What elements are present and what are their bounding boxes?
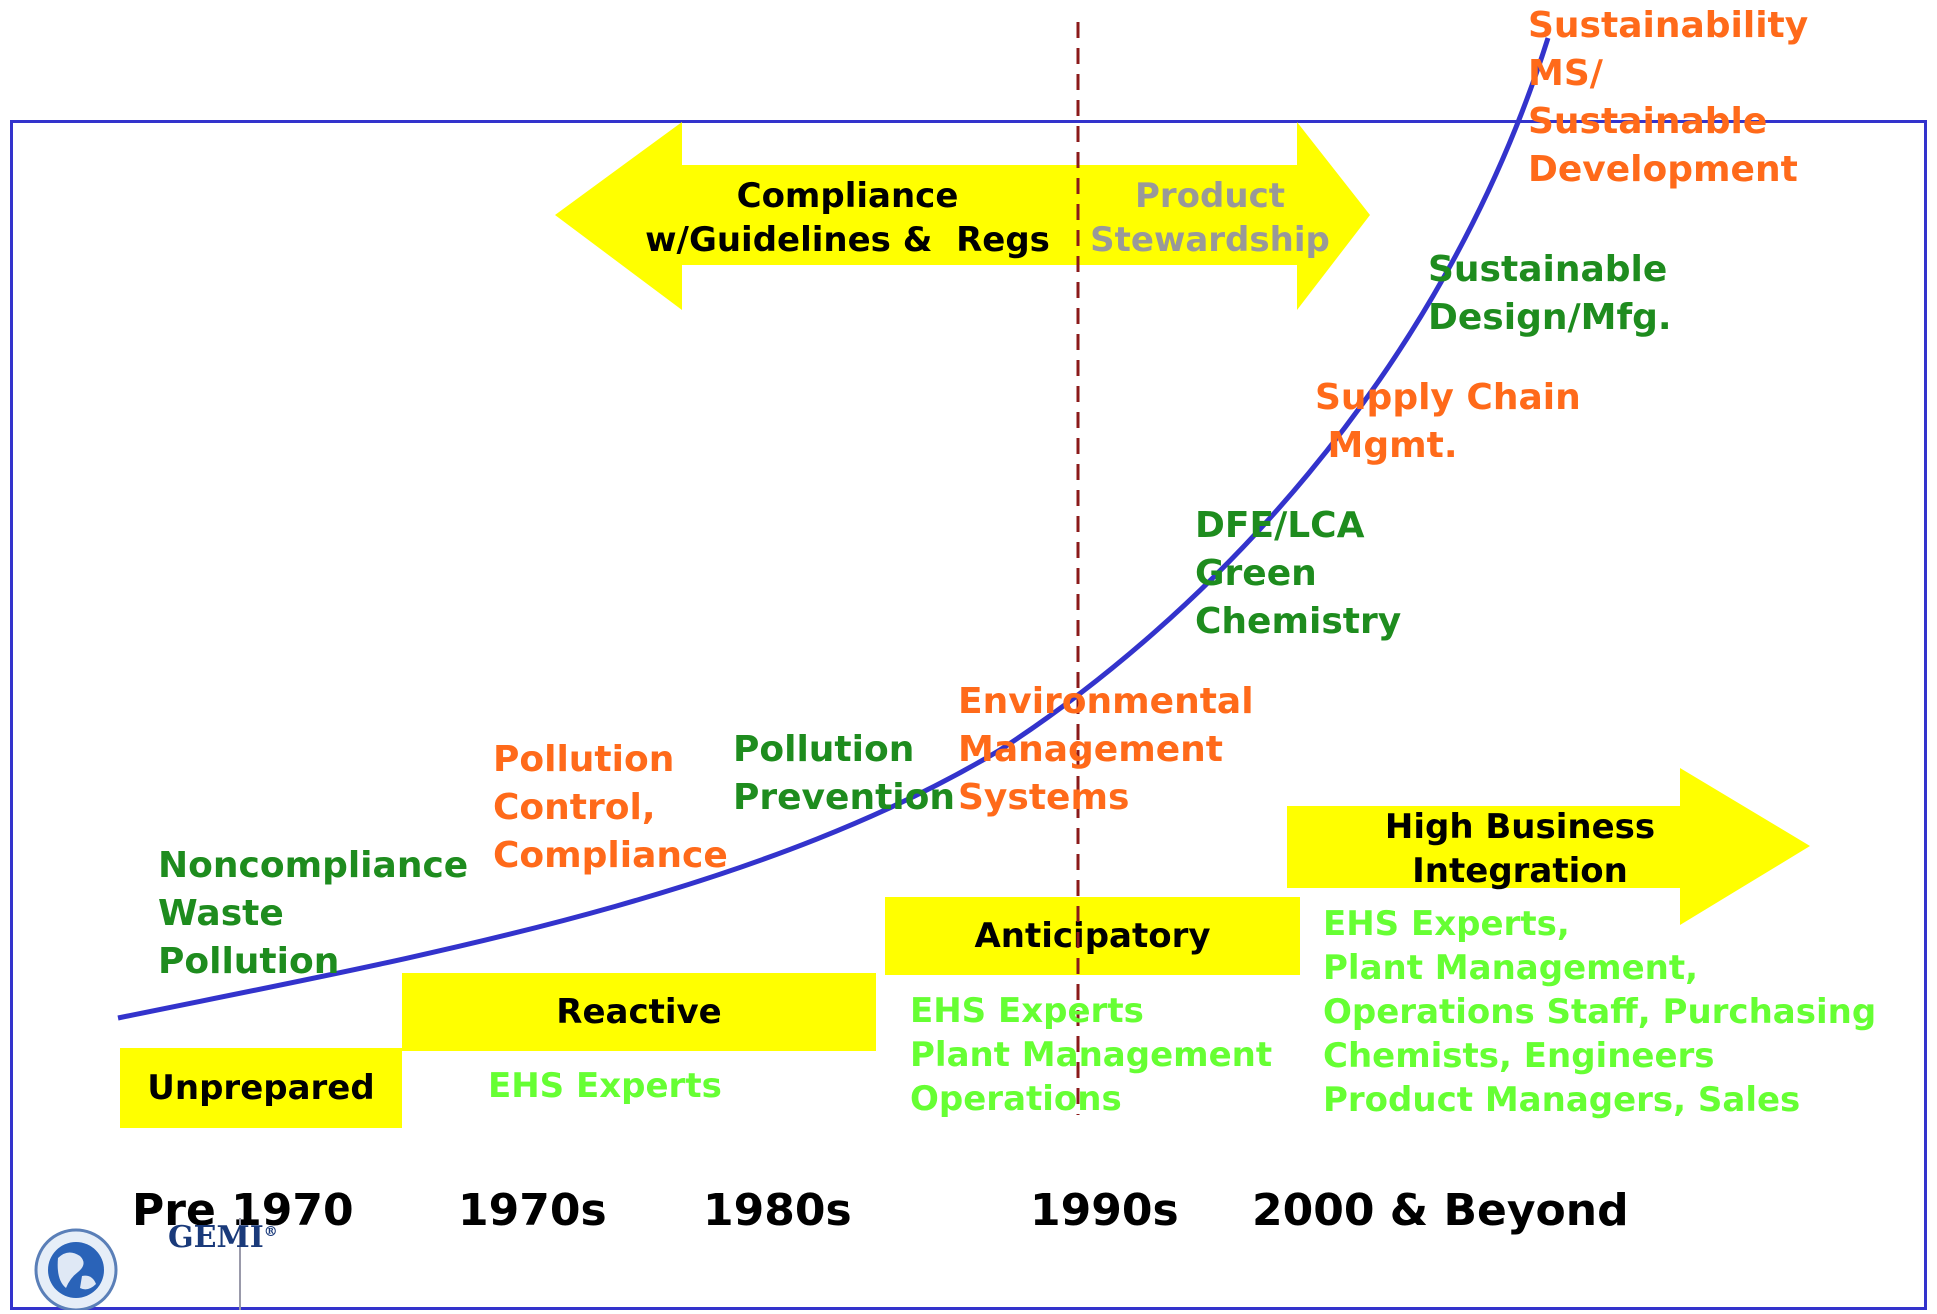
year-1970s: 1970s bbox=[458, 1185, 607, 1236]
label-dfe-lca: DFE/LCA Green Chemistry bbox=[1195, 505, 1402, 642]
stage-reactive: Reactive bbox=[402, 973, 876, 1051]
staff-anticipatory: EHS Experts Plant Management Operations bbox=[910, 991, 1273, 1119]
diagram-frame bbox=[10, 120, 1927, 1310]
label-sustainability-ms: Sustainability MS/ Sustainable Developme… bbox=[1528, 5, 1809, 190]
integration-text: High Business Integration bbox=[1384, 807, 1656, 891]
label-pollution-control: Pollution Control, Compliance bbox=[493, 739, 728, 876]
compliance-text: Compliance w/Guidelines & Regs bbox=[645, 176, 1050, 260]
label-pollution-prevention: Pollution Prevention bbox=[733, 729, 955, 818]
stage-unprepared: Unprepared bbox=[120, 1048, 402, 1128]
label-supply-chain: Supply Chain Mgmt. bbox=[1315, 377, 1581, 466]
product-stewardship-text: Product Stewardship bbox=[1090, 176, 1330, 260]
label-ems: Environmental Management Systems bbox=[958, 681, 1254, 818]
staff-reactive: EHS Experts bbox=[488, 1066, 722, 1106]
staff-integration: EHS Experts, Plant Management, Operation… bbox=[1323, 904, 1877, 1120]
logo-wordmark: GEMI bbox=[168, 1220, 264, 1255]
year-2000-beyond: 2000 & Beyond bbox=[1252, 1185, 1629, 1236]
year-1980s: 1980s bbox=[703, 1185, 852, 1236]
stage-anticipatory: Anticipatory bbox=[885, 897, 1300, 975]
year-1990s: 1990s bbox=[1030, 1185, 1179, 1236]
gemi-logo-text: GEMI® bbox=[168, 1220, 278, 1255]
gemi-logo-icon bbox=[34, 1218, 241, 1310]
year-pre1970: Pre 1970 bbox=[132, 1185, 354, 1236]
logo-registered-mark: ® bbox=[263, 1224, 278, 1240]
label-sustainable-design: Sustainable Design/Mfg. bbox=[1428, 249, 1672, 338]
label-noncompliance: Noncompliance Waste Pollution bbox=[158, 845, 469, 982]
